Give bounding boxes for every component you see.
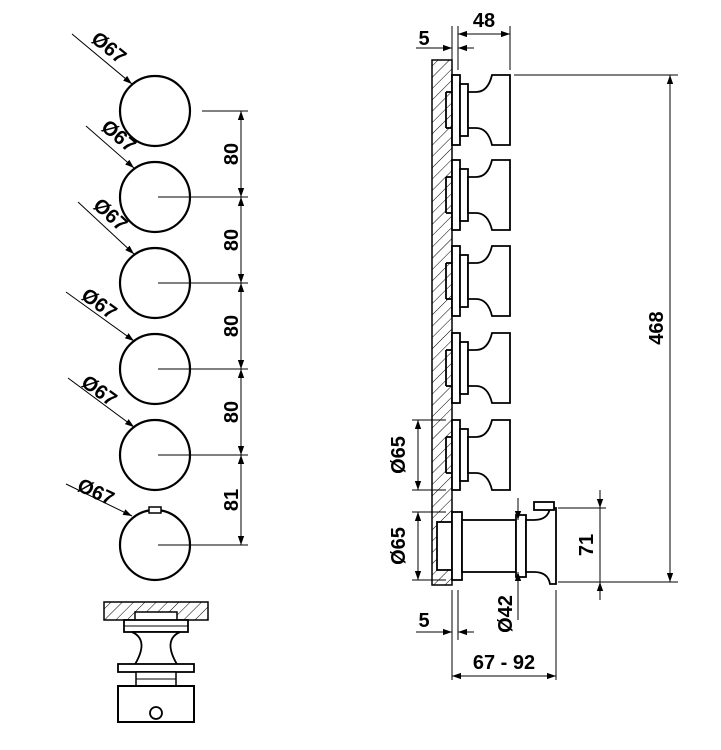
front-extension-lines <box>158 110 248 546</box>
wall-gap-top-label: 5 <box>418 28 429 50</box>
knob-6-diameter-label: Ø67 <box>74 475 118 511</box>
valve-body-detail <box>103 601 209 723</box>
wall-gap-bottom-label: 5 <box>418 610 429 632</box>
side-knob-4 <box>445 332 511 404</box>
knob-1-diameter-label: Ø67 <box>87 28 130 69</box>
side-knob-profiles <box>445 74 511 491</box>
knob-6-indicator <box>148 506 162 514</box>
depth-top-label: 48 <box>473 10 495 32</box>
diameter-leaders <box>65 33 135 517</box>
wall-section <box>431 59 453 586</box>
spacing-label-3: 80 <box>221 315 243 337</box>
spacing-label-4: 80 <box>221 401 243 423</box>
knob-1 <box>118 74 192 148</box>
side-knob-1 <box>445 74 511 146</box>
spacing-label-2: 80 <box>221 229 243 251</box>
knob-4-diameter-label: Ø67 <box>77 284 121 324</box>
spout-height-label: 71 <box>576 534 598 556</box>
side-knob-5 <box>445 419 511 491</box>
spout-diameter-label: Ø42 <box>495 595 517 633</box>
side-view: 48 5 468 Ø65 Ø65 71 Ø42 5 67 - 92 <box>388 10 678 680</box>
rosette-diameter-lower-label: Ø65 <box>388 527 410 565</box>
side-dimension-lines <box>414 30 674 680</box>
overall-height-label: 468 <box>646 311 668 344</box>
rosette-diameter-upper-label: Ø65 <box>388 436 410 474</box>
front-view: 80 80 80 80 81 Ø67 Ø67 Ø67 Ø67 Ø67 Ø67 <box>65 28 248 723</box>
side-spout <box>436 501 557 585</box>
spacing-label-5: 81 <box>221 489 243 511</box>
projection-range-label: 67 - 92 <box>473 652 535 674</box>
side-knob-2 <box>445 159 511 231</box>
side-knob-3 <box>445 245 511 317</box>
knob-5-diameter-label: Ø67 <box>77 371 121 411</box>
spacing-label-1: 80 <box>221 143 243 165</box>
